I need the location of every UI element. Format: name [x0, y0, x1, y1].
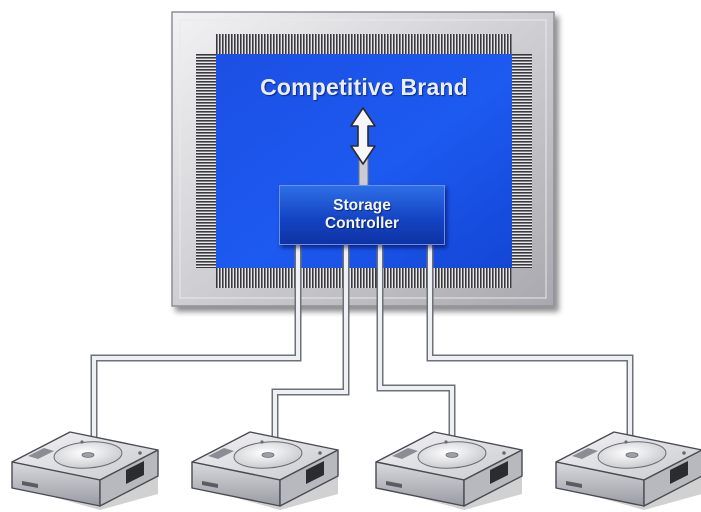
pins-right	[512, 54, 532, 268]
hard-drive-3	[375, 431, 523, 510]
storage-controller: Storage Controller	[279, 185, 445, 245]
pins-top	[216, 34, 512, 54]
chip-title: Competitive Brand	[260, 74, 468, 100]
hard-drive-1	[11, 431, 159, 510]
pins-bottom	[216, 268, 512, 288]
controller-label-line1: Storage	[333, 197, 391, 214]
drive-cables	[90, 245, 634, 440]
bidirectional-arrow-icon	[350, 107, 376, 189]
hard-drive-2	[191, 431, 339, 510]
pins-left	[196, 54, 216, 268]
controller-label-line2: Controller	[324, 215, 400, 232]
hard-drive-4	[555, 431, 701, 510]
